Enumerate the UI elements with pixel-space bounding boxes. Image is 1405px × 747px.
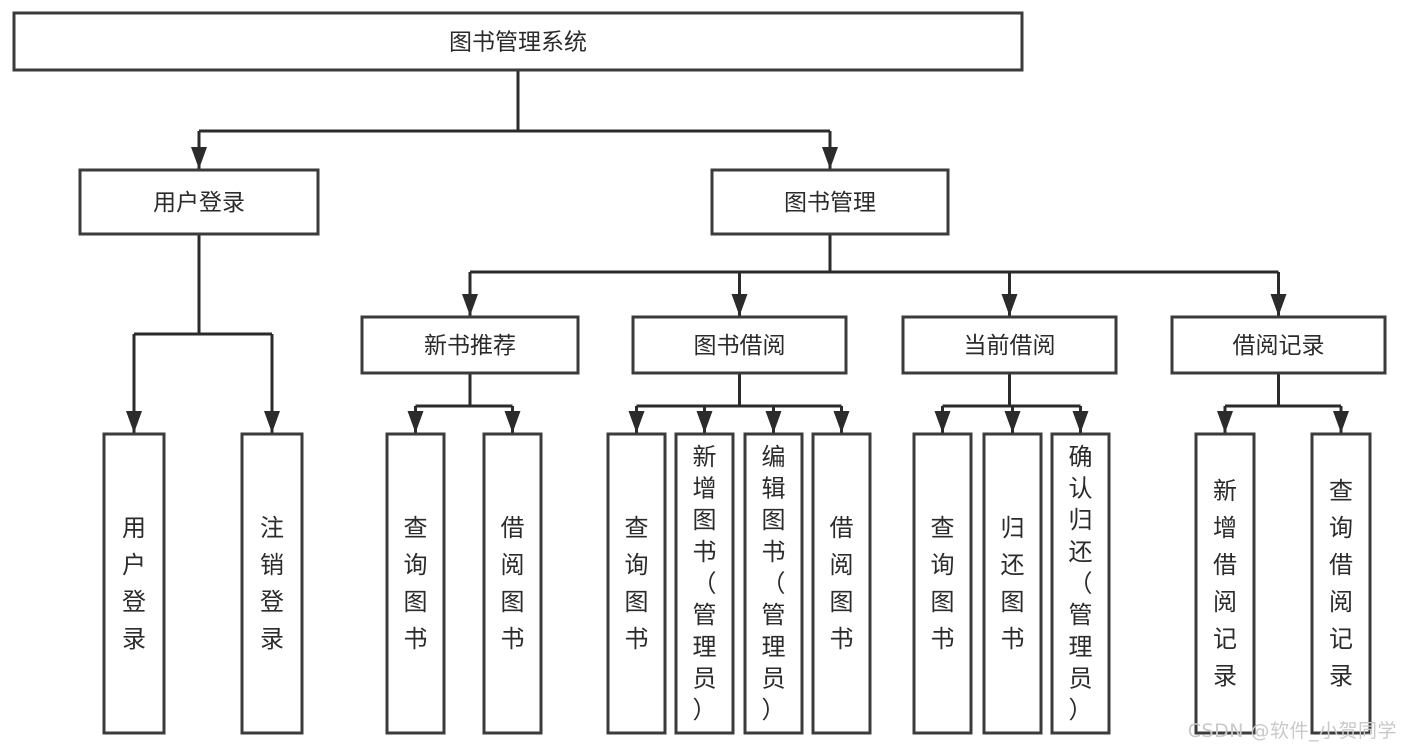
arrow-head-icon	[1004, 411, 1021, 433]
node-box-leaf-edit-book-admin[interactable]	[743, 432, 804, 735]
node-leaf-return-book[interactable]: 归还图书	[982, 432, 1043, 735]
node-box-new-book-recommend[interactable]	[360, 315, 580, 375]
node-user-login[interactable]: 用户登录	[78, 168, 320, 236]
node-label-leaf-borrow-book: 借阅图书	[830, 514, 854, 653]
node-box-leaf-borrow-book-recommend[interactable]	[482, 432, 543, 735]
node-new-book-recommend[interactable]: 新书推荐	[360, 315, 580, 375]
node-label-leaf-return-book: 归还图书	[1001, 514, 1025, 653]
node-box-leaf-logout[interactable]	[240, 432, 304, 735]
node-leaf-borrow-book-recommend[interactable]: 借阅图书	[482, 432, 543, 735]
node-box-leaf-query-book-current[interactable]	[912, 432, 973, 735]
node-leaf-edit-book-admin[interactable]: 编辑图书（管理员）	[743, 432, 804, 735]
node-label-leaf-query-book-recommend: 查询图书	[404, 514, 428, 653]
arrow-head-icon	[934, 411, 951, 433]
node-label-leaf-add-book-admin: 新增图书（管理员）	[693, 443, 717, 724]
node-box-user-login[interactable]	[78, 168, 320, 236]
node-book-borrow[interactable]: 图书借阅	[631, 315, 848, 375]
arrow-head-icon	[731, 294, 748, 316]
node-leaf-confirm-return-admin[interactable]: 确认归还（管理员）	[1050, 432, 1111, 735]
arrow-head-icon	[765, 411, 782, 433]
node-box-leaf-confirm-return-admin[interactable]	[1050, 432, 1111, 735]
node-box-leaf-add-book-admin[interactable]	[674, 432, 735, 735]
node-box-leaf-query-book-recommend[interactable]	[385, 432, 446, 735]
arrow-head-icon	[1001, 294, 1018, 316]
node-leaf-add-borrow-record[interactable]: 新增借阅记录	[1194, 432, 1256, 735]
node-leaf-user-login[interactable]: 用户登录	[102, 432, 166, 735]
node-label-root: 图书管理系统	[449, 30, 587, 56]
node-label-leaf-confirm-return-admin: 确认归还（管理员）	[1069, 443, 1093, 724]
node-label-book-borrow: 图书借阅	[694, 333, 786, 359]
arrow-head-icon	[696, 411, 713, 433]
node-box-leaf-user-login[interactable]	[102, 432, 166, 735]
node-leaf-query-book-recommend[interactable]: 查询图书	[385, 432, 446, 735]
node-box-leaf-query-borrow-record[interactable]	[1310, 432, 1372, 735]
node-book-manage[interactable]: 图书管理	[710, 168, 950, 236]
node-root[interactable]: 图书管理系统	[12, 11, 1024, 72]
node-label-leaf-add-borrow-record: 新增借阅记录	[1213, 477, 1237, 690]
node-label-leaf-query-borrow-record: 查询借阅记录	[1329, 477, 1353, 690]
arrow-head-icon	[1217, 411, 1233, 433]
node-label-current-borrow: 当前借阅	[964, 333, 1056, 359]
node-label-leaf-edit-book-admin: 编辑图书（管理员）	[762, 443, 786, 724]
node-label-new-book-recommend: 新书推荐	[424, 333, 516, 359]
arrow-head-icon	[407, 411, 424, 433]
node-box-leaf-borrow-book[interactable]	[811, 432, 872, 735]
node-label-leaf-query-book-current: 查询图书	[931, 514, 955, 653]
arrow-head-icon	[462, 294, 478, 316]
node-leaf-query-book-borrow[interactable]: 查询图书	[606, 432, 667, 735]
node-box-borrow-record[interactable]	[1170, 315, 1387, 375]
arrow-head-icon	[1270, 294, 1287, 316]
node-label-book-manage: 图书管理	[784, 190, 876, 216]
arrow-head-icon	[1072, 411, 1089, 433]
node-box-current-borrow[interactable]	[901, 315, 1118, 375]
arrow-head-icon	[1333, 411, 1349, 433]
node-current-borrow[interactable]: 当前借阅	[901, 315, 1118, 375]
node-boxes: 图书管理系统用户登录图书管理新书推荐图书借阅当前借阅借阅记录用户登录注销登录查询…	[12, 11, 1387, 735]
arrow-head-icon	[822, 147, 838, 169]
node-box-leaf-query-book-borrow[interactable]	[606, 432, 667, 735]
node-leaf-query-book-current[interactable]: 查询图书	[912, 432, 973, 735]
node-box-book-borrow[interactable]	[631, 315, 848, 375]
node-label-leaf-logout: 注销登录	[260, 514, 284, 653]
node-box-leaf-add-borrow-record[interactable]	[1194, 432, 1256, 735]
node-label-leaf-user-login: 用户登录	[122, 514, 146, 653]
arrow-head-icon	[833, 411, 850, 433]
arrow-head-icon	[628, 411, 645, 433]
node-leaf-query-borrow-record[interactable]: 查询借阅记录	[1310, 432, 1372, 735]
arrow-head-icon	[191, 147, 207, 169]
arrow-head-icon	[504, 411, 521, 433]
node-label-leaf-borrow-book-recommend: 借阅图书	[501, 514, 525, 653]
arrow-head-icon	[264, 411, 280, 433]
node-box-root[interactable]	[12, 11, 1024, 72]
node-leaf-add-book-admin[interactable]: 新增图书（管理员）	[674, 432, 735, 735]
node-borrow-record[interactable]: 借阅记录	[1170, 315, 1387, 375]
arrow-head-icon	[126, 411, 142, 433]
connector-edges	[126, 70, 1349, 433]
node-label-borrow-record: 借阅记录	[1233, 333, 1325, 359]
node-leaf-borrow-book[interactable]: 借阅图书	[811, 432, 872, 735]
node-box-book-manage[interactable]	[710, 168, 950, 236]
node-label-user-login: 用户登录	[153, 190, 245, 216]
node-box-leaf-return-book[interactable]	[982, 432, 1043, 735]
node-leaf-logout[interactable]: 注销登录	[240, 432, 304, 735]
node-label-leaf-query-book-borrow: 查询图书	[625, 514, 649, 653]
